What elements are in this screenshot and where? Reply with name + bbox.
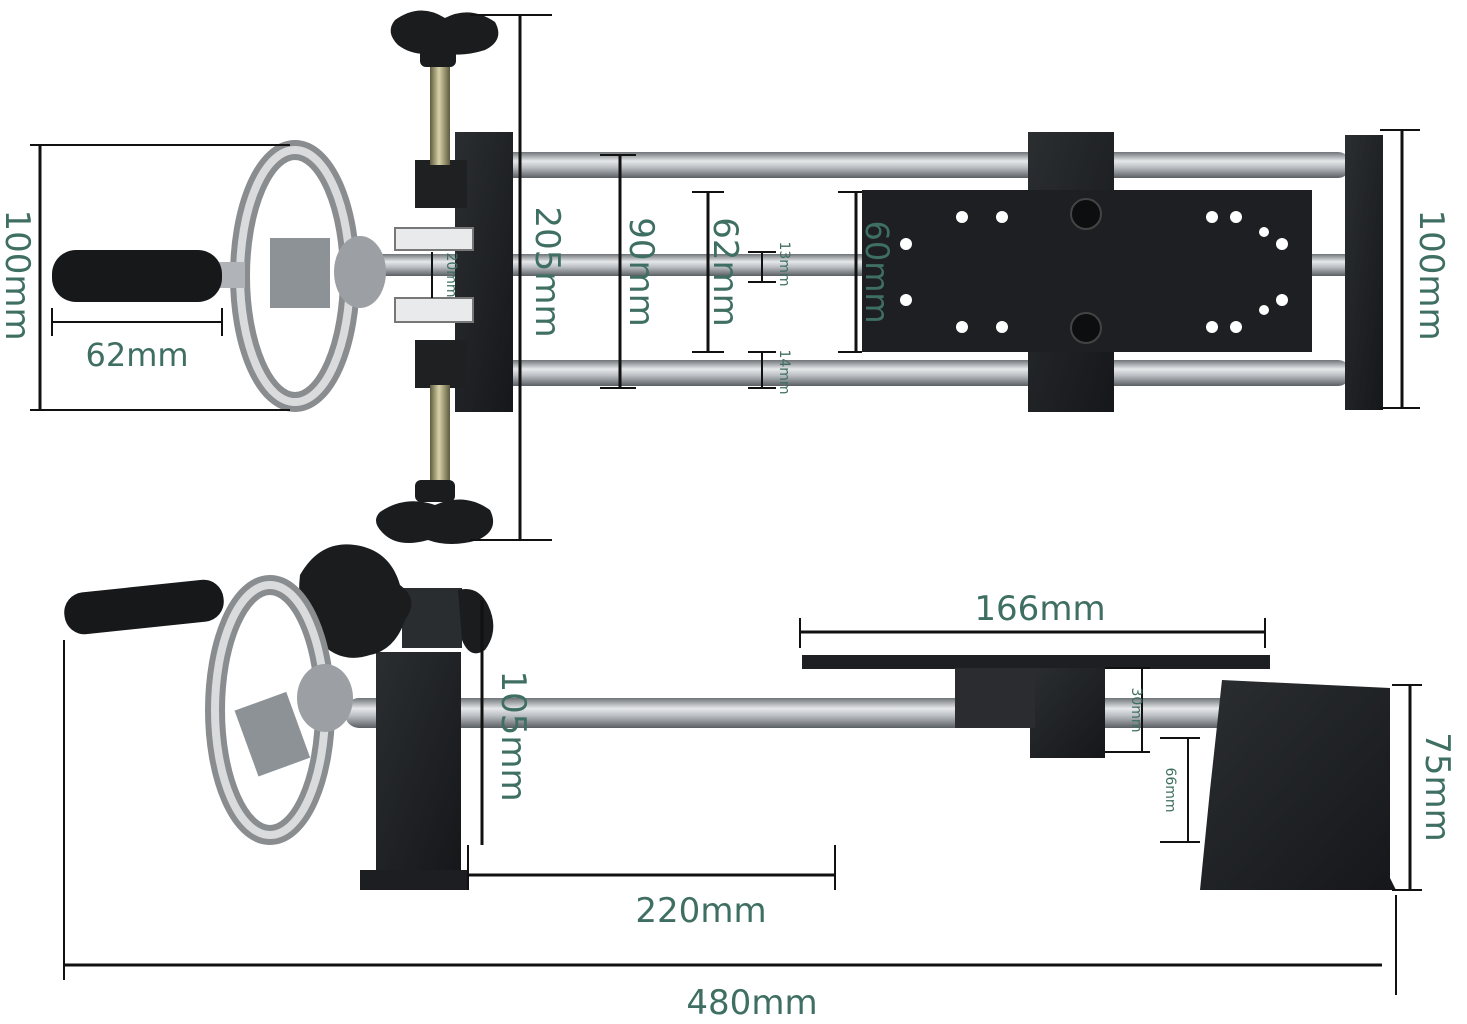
top-dimension-lines xyxy=(30,14,1420,541)
label-small-gap-a: 13mm xyxy=(776,241,792,286)
upper-guide-rod xyxy=(470,152,1350,178)
label-handle-length: 62mm xyxy=(85,336,188,374)
star-knob-bottom-icon xyxy=(376,480,494,544)
side-hand-wheel-icon xyxy=(205,575,353,845)
top-view: 100mm 62mm 20mm 205mm 90mm 62mm 13mm 14m… xyxy=(0,10,1451,544)
clamp-screw-top xyxy=(430,55,450,165)
side-carriage-base xyxy=(955,668,1035,728)
side-end-bracket xyxy=(1200,680,1396,890)
label-small-gap-b: 14mm xyxy=(776,349,792,394)
jaw-clip-top xyxy=(394,227,474,251)
side-clamp-cap xyxy=(402,588,462,648)
label-end-block-height: 100mm xyxy=(1411,209,1451,340)
lower-guide-rod xyxy=(470,360,1350,386)
clamp-jaw-top xyxy=(415,160,467,208)
side-clamp-foot xyxy=(360,870,468,890)
side-carriage-block xyxy=(1030,668,1105,758)
label-end-offset: 66mm xyxy=(1162,767,1178,812)
label-block-height: 30mm xyxy=(1128,687,1144,732)
clamp-screw-bottom xyxy=(430,385,450,495)
label-inner-span: 62mm xyxy=(705,217,745,327)
hand-wheel-icon xyxy=(230,140,386,412)
crank-handle-icon xyxy=(52,250,245,302)
label-clamp-height: 105mm xyxy=(493,670,533,801)
end-block xyxy=(1345,135,1383,410)
star-knob-top-icon xyxy=(390,10,499,67)
label-travel: 220mm xyxy=(635,891,766,931)
side-dimension-lines xyxy=(63,600,1422,995)
label-rod-span: 90mm xyxy=(621,217,661,327)
clamp-jaw-bottom xyxy=(415,340,467,388)
jaw-clip-bottom xyxy=(394,297,474,323)
label-overall-length: 480mm xyxy=(686,983,817,1023)
side-clamp-upright xyxy=(376,652,461,874)
label-plate-width: 60mm xyxy=(858,220,896,323)
label-plate-length: 166mm xyxy=(974,589,1105,629)
side-view: 166mm 105mm 220mm 480mm 75mm 30mm 66mm xyxy=(63,544,1457,1023)
side-crank-handle-icon xyxy=(64,579,224,635)
label-end-height: 75mm xyxy=(1417,732,1457,842)
label-clamp-span: 205mm xyxy=(527,206,567,337)
label-wheel-height: 100mm xyxy=(0,209,37,340)
label-clamp-gap: 20mm xyxy=(443,252,459,297)
side-star-knob-icon xyxy=(299,544,494,658)
mounting-plate xyxy=(862,190,1312,352)
side-mounting-plate xyxy=(802,655,1270,669)
